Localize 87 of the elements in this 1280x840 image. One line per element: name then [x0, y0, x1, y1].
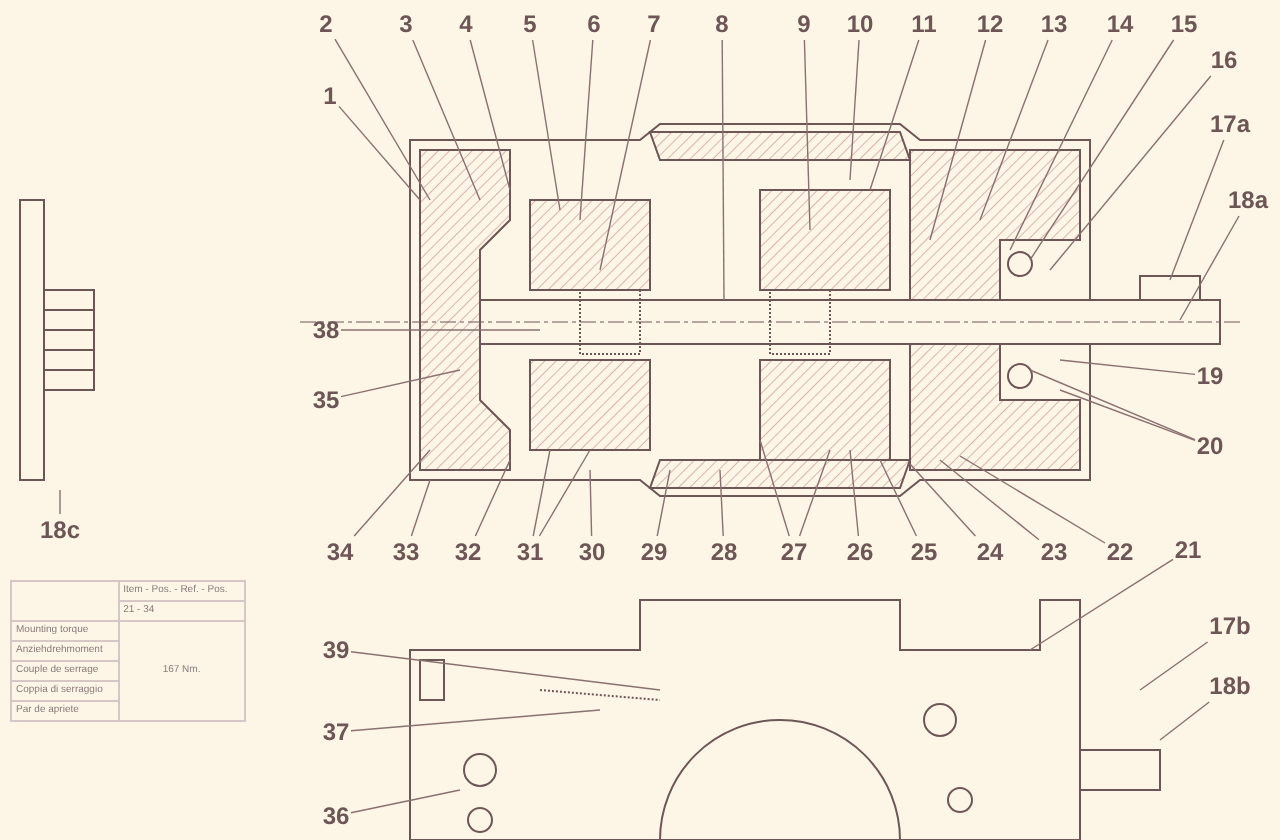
callout-number: 18c — [39, 516, 81, 544]
callout-number: 31 — [516, 538, 544, 566]
leader-line — [350, 709, 601, 732]
leader-line — [538, 449, 591, 537]
callout-number: 33 — [392, 538, 420, 566]
leader-line — [340, 329, 541, 331]
leader-line — [469, 39, 511, 191]
callout-number: 38 — [312, 316, 340, 344]
leader-line — [531, 39, 561, 211]
leader-line — [803, 39, 811, 231]
leader-line — [532, 449, 551, 537]
callout-number: 9 — [797, 10, 811, 38]
leader-line — [1159, 701, 1210, 741]
callout-number: 15 — [1170, 10, 1198, 38]
callout-number: 27 — [780, 538, 808, 566]
leader-line — [589, 469, 593, 537]
callout-number: 13 — [1040, 10, 1068, 38]
callout-number: 10 — [846, 10, 874, 38]
leader-line — [1029, 369, 1196, 441]
leader-line — [759, 439, 790, 537]
leader-line — [939, 459, 1040, 541]
callout-number: 30 — [578, 538, 606, 566]
leader-line — [909, 463, 977, 537]
callout-number: 18a — [1227, 186, 1269, 214]
leader-line — [412, 39, 481, 201]
leader-line — [1029, 558, 1174, 651]
leader-line — [599, 39, 652, 271]
leader-line — [340, 369, 461, 398]
callout-number: 28 — [710, 538, 738, 566]
leader-line — [849, 449, 860, 537]
callout-number: 5 — [523, 10, 537, 38]
callout-number: 37 — [322, 718, 350, 746]
leader-line — [1179, 215, 1240, 321]
leader-line — [879, 459, 918, 537]
leader-line — [929, 39, 987, 241]
leader-line — [1059, 359, 1196, 376]
leader-line — [350, 651, 661, 691]
callout-number: 23 — [1040, 538, 1068, 566]
leader-line — [1059, 389, 1196, 442]
leader-line — [869, 39, 920, 191]
leader-line — [656, 469, 671, 537]
callout-number: 32 — [454, 538, 482, 566]
callout-number: 1 — [323, 82, 337, 110]
callout-number: 12 — [976, 10, 1004, 38]
leader-line — [959, 455, 1106, 544]
leader-line — [1049, 75, 1212, 271]
leader-line — [1009, 39, 1113, 251]
callout-number: 7 — [647, 10, 661, 38]
leader-line — [719, 469, 724, 537]
callout-number: 39 — [322, 636, 350, 664]
callout-number: 26 — [846, 538, 874, 566]
callout-number: 6 — [587, 10, 601, 38]
leader-line — [1029, 39, 1175, 261]
leader-line — [1169, 139, 1225, 281]
leader-line — [350, 789, 461, 814]
leader-line — [1139, 641, 1209, 691]
callout-number: 25 — [910, 538, 938, 566]
leader-line — [338, 105, 421, 201]
leader-line — [579, 39, 594, 221]
callout-number: 29 — [640, 538, 668, 566]
leader-line — [979, 39, 1049, 221]
callout-number: 36 — [322, 802, 350, 830]
callout-number: 17a — [1209, 110, 1251, 138]
callout-number: 34 — [326, 538, 354, 566]
callout-number: 11 — [911, 10, 937, 38]
callout-number: 20 — [1196, 432, 1224, 460]
leader-line — [721, 39, 725, 301]
callout-number: 4 — [459, 10, 473, 38]
callout-number: 21 — [1174, 536, 1202, 564]
callout-number: 19 — [1196, 362, 1224, 390]
leader-line — [798, 449, 831, 537]
callout-number: 3 — [399, 10, 413, 38]
callout-number: 8 — [715, 10, 729, 38]
leader-line — [849, 39, 860, 181]
callout-number: 24 — [976, 538, 1004, 566]
callout-number: 35 — [312, 386, 340, 414]
callout-number: 2 — [319, 10, 333, 38]
callout-number: 18b — [1209, 672, 1251, 700]
callout-number: 14 — [1106, 10, 1134, 38]
leader-line — [334, 38, 431, 201]
callout-number: 17b — [1209, 612, 1251, 640]
callout-number: 22 — [1106, 538, 1134, 566]
leader-line — [353, 449, 431, 537]
leader-line — [474, 459, 511, 537]
callout-number: 16 — [1210, 46, 1238, 74]
leader-line — [410, 479, 431, 537]
leader-line — [59, 489, 61, 515]
